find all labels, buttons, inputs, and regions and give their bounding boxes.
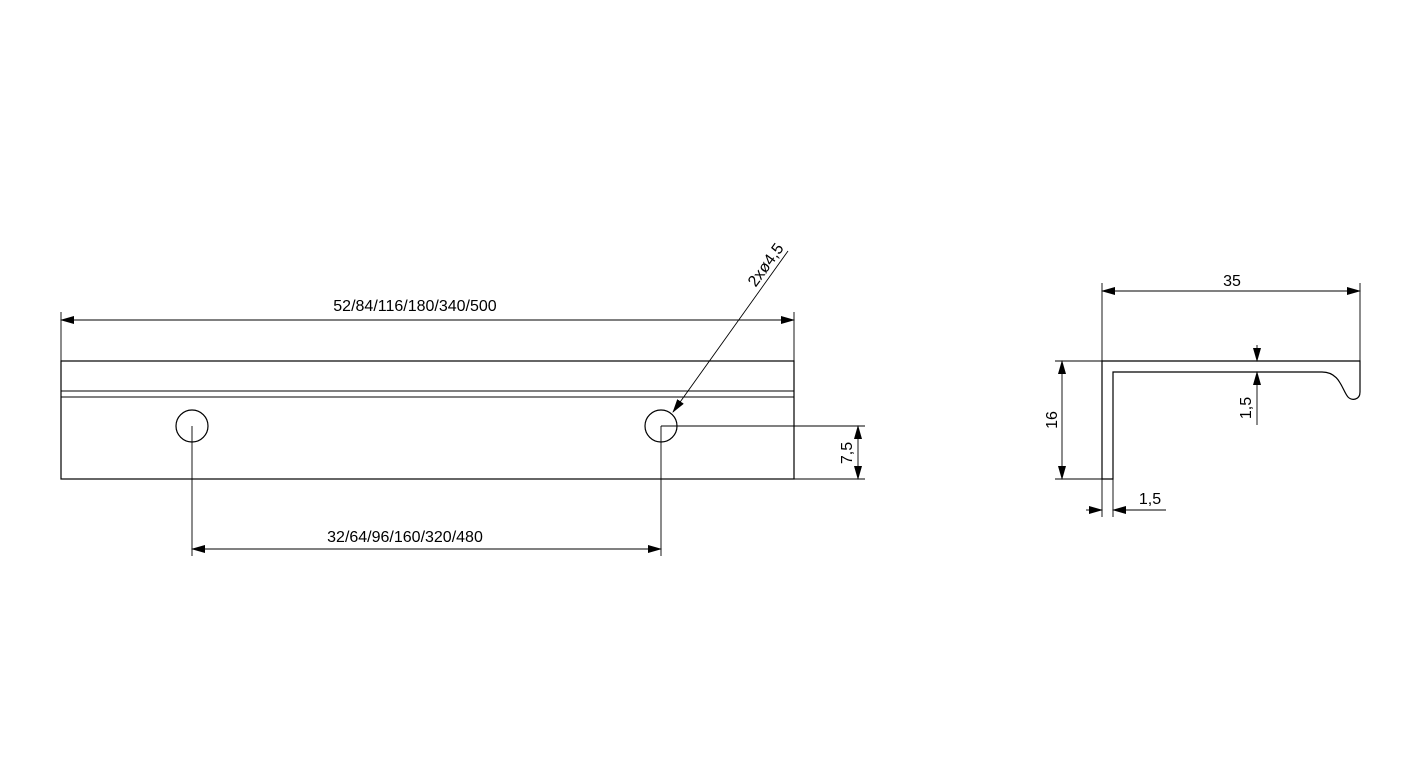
hole-spacing-label: 32/64/96/160/320/480 [327, 529, 483, 546]
hole-spacing-dimension: 32/64/96/160/320/480 [191, 426, 662, 556]
height-label: 16 [1044, 411, 1061, 429]
top-thickness-dimension: 1,5 [1238, 345, 1261, 425]
top-thickness-label: 1,5 [1238, 397, 1255, 419]
side-view: 35 16 1,5 1,5 [1044, 273, 1361, 517]
depth-dimension: 35 [1101, 273, 1361, 361]
side-profile-outline [1101, 360, 1361, 480]
hole-height-label: 7,5 [839, 442, 856, 464]
hole-diameter-leader: 2xø4,5 [672, 240, 789, 413]
hole-height-dimension: 7,5 [661, 425, 865, 480]
height-dimension: 16 [1044, 360, 1102, 480]
overall-length-dimension: 52/84/116/180/340/500 [60, 298, 795, 361]
depth-label: 35 [1223, 273, 1241, 290]
overall-length-label: 52/84/116/180/340/500 [333, 298, 497, 315]
profile-outline [60, 360, 795, 480]
hole-diameter-label: 2xø4,5 [745, 240, 788, 290]
wall-thickness-dimension: 1,5 [1086, 479, 1166, 517]
front-view: 52/84/116/180/340/500 32/64/96/160/320/4… [60, 240, 865, 556]
wall-thickness-label: 1,5 [1139, 491, 1161, 508]
